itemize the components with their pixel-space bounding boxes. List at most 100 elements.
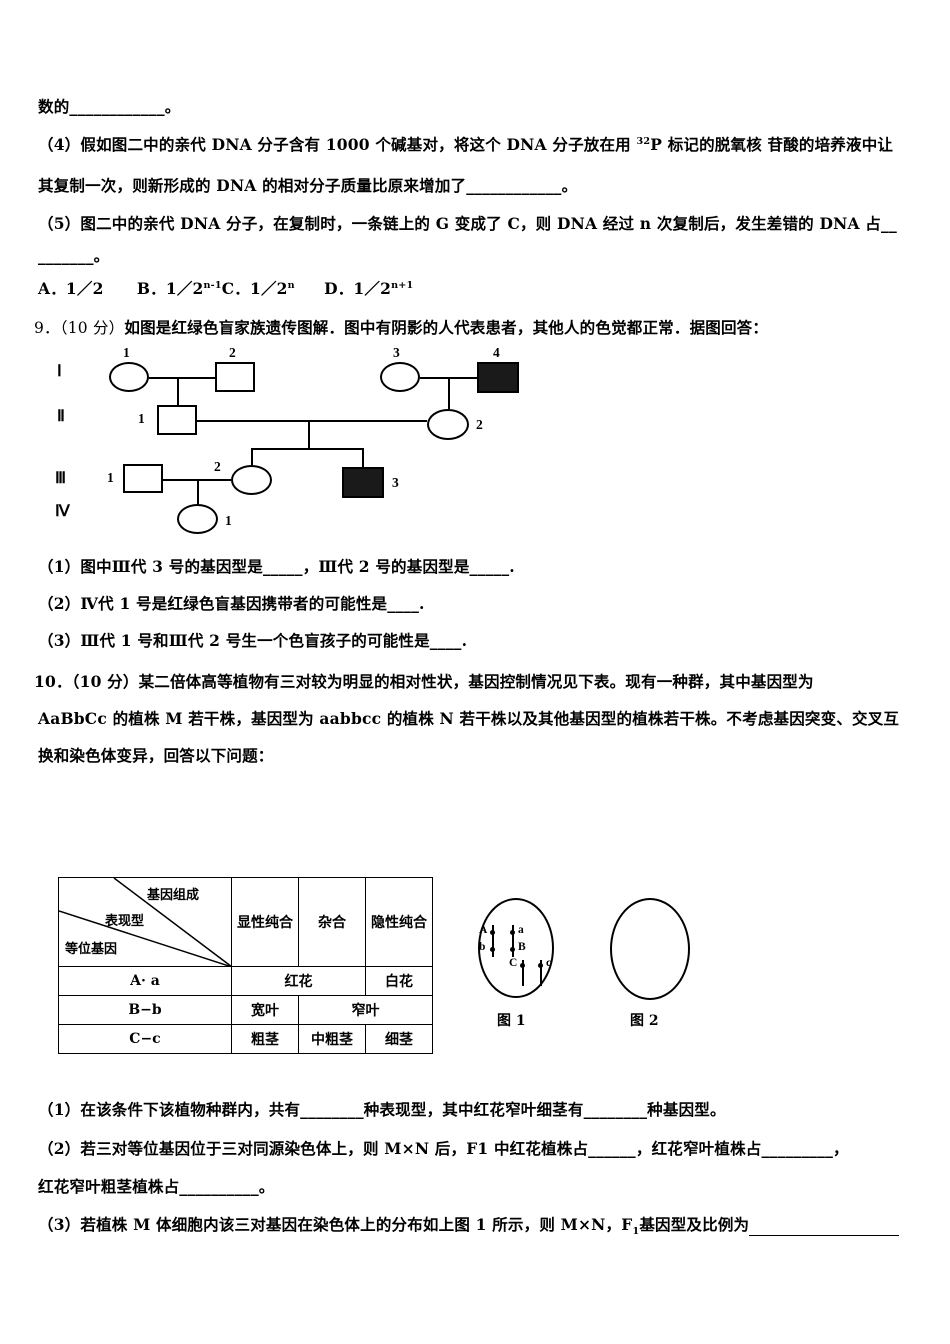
- generation-label-IV: Ⅳ: [55, 503, 70, 520]
- centromere-b: [490, 947, 495, 952]
- corner-label-phenotype: 表现型: [105, 914, 145, 929]
- pedigree-node-II-2: [427, 409, 469, 440]
- genetics-table: 基因组成 表现型 等位基因 显性纯合 杂合 隐性纯合 A· a 红花 白花 B−…: [58, 877, 433, 1054]
- generation-label-II: Ⅱ: [57, 408, 65, 425]
- gene-label-b: b: [479, 941, 486, 953]
- table-row-A: A· a 红花 白花: [58, 966, 433, 996]
- table-cell-red-flower: 红花: [231, 966, 366, 996]
- pedigree-node-III-1: [123, 464, 163, 493]
- sibship-line-III: [251, 448, 363, 450]
- pedigree-number-II-1: 1: [138, 411, 145, 426]
- q10-sub-3: （3）若植株 M 体细胞内该三对基因在染色体上的分布如上图 1 所示，则 M×N…: [38, 1213, 900, 1238]
- q8-option-d: D．1／2n+1: [324, 279, 414, 298]
- chromosome-1-left: [492, 925, 494, 957]
- pedigree-number-I-3: 3: [393, 345, 400, 360]
- table-header-row: 基因组成 表现型 等位基因 显性纯合 杂合 隐性纯合: [58, 877, 433, 967]
- corner-label-gene-composition: 基因组成: [147, 888, 200, 903]
- gene-label-C: C: [509, 957, 518, 969]
- centromere-c: [538, 963, 543, 968]
- pedigree-node-III-3: [342, 467, 384, 498]
- q10-sub-2-cont: 红花窄叶粗茎植株占__________。: [38, 1177, 275, 1196]
- table-header-recessive-homozygous: 隐性纯合: [365, 877, 433, 967]
- descent-line-III-to-IV: [197, 479, 199, 504]
- table-cell-thin-stem: 细茎: [365, 1024, 433, 1054]
- table-cell-narrow-leaf: 窄叶: [298, 995, 433, 1025]
- q9-stem: 9．（10 分）如图是红绿色盲家族遗传图解．图中有阴影的人代表患者，其他人的色觉…: [34, 316, 768, 340]
- pedigree-number-III-2: 2: [214, 459, 221, 474]
- chromosome-2-right: [540, 960, 542, 986]
- q10-stem-line-2: AaBbCc 的植株 M 若干株，基因型为 aabbcc 的植株 N 若干株以及…: [38, 709, 900, 728]
- pedigree-node-I-4: [477, 362, 519, 393]
- table-row-B: B−b 宽叶 窄叶: [58, 995, 433, 1025]
- q10-sub-1: （1）在该条件下该植物种群内，共有________种表现型，其中红花窄叶细茎有_…: [38, 1100, 726, 1119]
- q10-sub-3-blank: [749, 1221, 900, 1237]
- pedigree-number-I-1: 1: [123, 345, 130, 360]
- pedigree-number-II-2: 2: [476, 417, 483, 432]
- q8-options: A．1／2 B．1／2n-1C．1／2n D．1／2n+1: [38, 277, 413, 300]
- centromere-C: [520, 963, 525, 968]
- table-header-heterozygous: 杂合: [298, 877, 366, 967]
- gene-label-a: a: [518, 924, 524, 936]
- q8-item-4-text: （4）假如图二中的亲代 DNA 分子含有 1000 个碱基对，将这个 DNA 分…: [38, 135, 894, 154]
- chromosome-2-left: [522, 960, 524, 986]
- sibship-branch-III-3: [362, 448, 364, 467]
- q8-item-4: （4）假如图二中的亲代 DNA 分子含有 1000 个碱基对，将这个 DNA 分…: [38, 133, 893, 156]
- mating-line-II-1-2: [197, 420, 427, 422]
- descent-line-I-to-II-1: [177, 377, 179, 405]
- q8-option-c: C．1／2n: [221, 279, 295, 298]
- q8-item-5: （5）图二中的亲代 DNA 分子，在复制时，一条链上的 G 变成了 C，则 DN…: [38, 214, 897, 233]
- pedigree-number-I-4: 4: [493, 345, 500, 360]
- q10-sub-3-text: （3）若植株 M 体细胞内该三对基因在染色体上的分布如上图 1 所示，则 M×N…: [38, 1215, 750, 1238]
- mating-line-I-1-2: [149, 377, 215, 379]
- pedigree-node-III-2: [231, 465, 272, 495]
- table-allele-B: B−b: [58, 995, 232, 1025]
- pedigree-number-IV-1: 1: [225, 513, 232, 528]
- table-cell-broad-leaf: 宽叶: [231, 995, 299, 1025]
- q10-stem-line-3: 换和染色体变异，回答以下问题：: [38, 746, 274, 765]
- descent-line-I-to-II-2: [448, 377, 450, 409]
- pedigree-number-I-2: 2: [229, 345, 236, 360]
- pedigree-node-II-1: [157, 405, 197, 435]
- cell-figures: A b a B C c 图 1 图 2: [470, 890, 700, 1050]
- descent-line-II-to-III: [308, 420, 310, 448]
- q8-item-4-cont: 其复制一次，则新形成的 DNA 的相对分子质量比原来增加了___________…: [38, 176, 578, 195]
- pedigree-number-III-1: 1: [107, 470, 114, 485]
- centromere-B: [510, 947, 515, 952]
- table-row-C: C−c 粗茎 中粗茎 细茎: [58, 1024, 433, 1054]
- centromere-A: [490, 930, 495, 935]
- table-allele-C: C−c: [58, 1024, 232, 1054]
- q9-stem-text: 如图是红绿色盲家族遗传图解．图中有阴影的人代表患者，其他人的色觉都正常．据图回答…: [124, 318, 769, 337]
- table-cell-white-flower: 白花: [365, 966, 433, 996]
- sibship-branch-III-2: [251, 448, 253, 465]
- gene-label-A: A: [479, 924, 488, 936]
- cell-outline-fig2: [610, 898, 690, 1000]
- gene-label-B: B: [518, 941, 526, 953]
- centromere-a: [510, 930, 515, 935]
- table-cell-thick-stem: 粗茎: [231, 1024, 299, 1054]
- q9-sub-1: （1）图中Ⅲ代 3 号的基因型是_____，Ⅲ代 2 号的基因型是_____.: [38, 557, 515, 576]
- corner-label-allele: 等位基因: [65, 942, 118, 957]
- figure-caption-2: 图 2: [630, 1013, 659, 1029]
- q9-sub-2: （2）Ⅳ代 1 号是红绿色盲基因携带者的可能性是____.: [38, 594, 425, 613]
- q8-line-top: 数的____________。: [38, 97, 181, 116]
- q9-stem-number: 9．（10 分）: [34, 319, 125, 337]
- table-allele-A: A· a: [58, 966, 232, 996]
- generation-label-I: Ⅰ: [57, 363, 62, 380]
- pedigree-node-I-3: [380, 362, 420, 392]
- generation-label-III: Ⅲ: [55, 470, 67, 487]
- q9-sub-3: （3）Ⅲ代 1 号和Ⅲ代 2 号生一个色盲孩子的可能性是____.: [38, 631, 468, 650]
- pedigree-chart: Ⅰ Ⅱ Ⅲ Ⅳ 1 2 3 4 1 2: [55, 345, 555, 545]
- table-header-dominant-homozygous: 显性纯合: [231, 877, 299, 967]
- pedigree-node-I-1: [109, 362, 149, 392]
- corner-diagonal-lines: [59, 878, 232, 967]
- pedigree-node-I-2: [215, 362, 255, 392]
- figure-caption-1: 图 1: [497, 1013, 526, 1029]
- table-cell-medium-stem: 中粗茎: [298, 1024, 366, 1054]
- pedigree-node-IV-1: [177, 504, 218, 534]
- q10-sub-2: （2）若三对等位基因位于三对同源染色体上，则 M×N 后，F1 中红花植株占__…: [38, 1139, 849, 1158]
- q8-option-b: B．1／2n-1: [136, 279, 222, 298]
- gene-label-c: c: [546, 957, 552, 969]
- q8-item-5-cont: _______。: [38, 246, 110, 265]
- table-corner-cell: 基因组成 表现型 等位基因: [58, 877, 232, 967]
